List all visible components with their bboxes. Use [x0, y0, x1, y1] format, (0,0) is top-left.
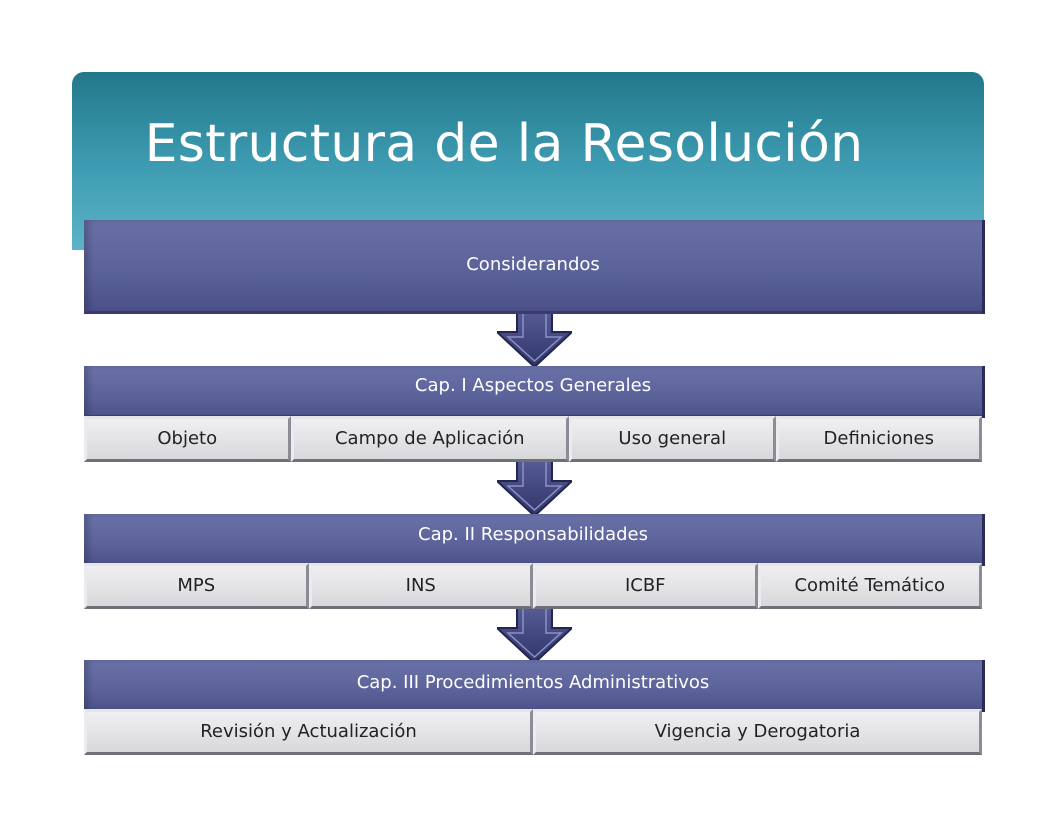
chapter-3-item: Vigencia y Derogatoria [533, 709, 982, 755]
chapter-1-item: Definiciones [775, 416, 982, 462]
chapter-3-item: Revisión y Actualización [84, 709, 533, 755]
chapter-1-title: Cap. I Aspectos Generales [414, 375, 652, 396]
page-title: Estructura de la Resolución [144, 114, 864, 174]
chapter-2-item: MPS [84, 563, 309, 609]
chapter-1-item: Objeto [84, 416, 291, 462]
chapter-3-block: Cap. III Procedimientos Administrativos [84, 660, 985, 712]
considerandos-label: Considerandos [466, 254, 600, 275]
down-arrow-icon [497, 603, 572, 663]
chapter-1-item: Campo de Aplicación [290, 416, 569, 462]
chapter-1-block: Cap. I Aspectos Generales [84, 366, 985, 418]
chapter-2-items: MPS INS ICBF Comité Temático [84, 563, 982, 609]
chapter-2-title: Cap. II Responsabilidades [418, 524, 648, 545]
chapter-1-item: Uso general [569, 416, 776, 462]
considerandos-block: Considerandos [84, 220, 985, 314]
chapter-3-title: Cap. III Procedimientos Administrativos [356, 672, 710, 693]
chapter-1-items: Objeto Campo de Aplicación Uso general D… [84, 416, 982, 462]
down-arrow-icon [497, 456, 572, 516]
chapter-2-block: Cap. II Responsabilidades [84, 514, 985, 566]
chapter-2-item: INS [308, 563, 533, 609]
chapter-2-item: ICBF [533, 563, 758, 609]
down-arrow-icon [497, 307, 572, 367]
chapter-2-item: Comité Temático [757, 563, 982, 609]
chapter-3-items: Revisión y Actualización Vigencia y Dero… [84, 709, 982, 755]
